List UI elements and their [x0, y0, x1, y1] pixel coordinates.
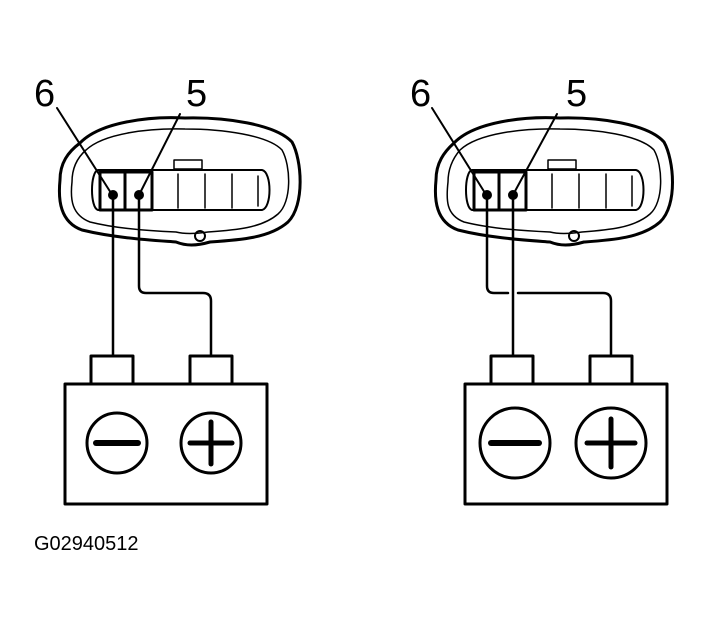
diagram-left	[56, 107, 302, 506]
battery	[463, 354, 669, 506]
terminal-block	[91, 169, 271, 212]
terminal-label-6: 6	[410, 73, 431, 115]
wire-positive	[137, 193, 213, 358]
plus-icon	[584, 416, 638, 470]
leader-line-5	[513, 113, 558, 194]
diagram-right	[431, 107, 674, 506]
wire-from-terminal-6	[485, 193, 613, 358]
leader-line-6	[431, 107, 486, 194]
connector-housing	[433, 116, 674, 247]
plus-icon	[187, 419, 235, 467]
terminal-label-5: 5	[566, 73, 587, 115]
terminal-block	[465, 169, 645, 212]
figure-code: G02940512	[34, 533, 139, 555]
leader-line-6	[56, 107, 112, 194]
leader-line-5	[139, 113, 181, 194]
terminal-label-6: 6	[34, 73, 55, 115]
connector-housing	[57, 116, 302, 247]
battery	[63, 354, 269, 506]
terminal-label-5: 5	[186, 73, 207, 115]
